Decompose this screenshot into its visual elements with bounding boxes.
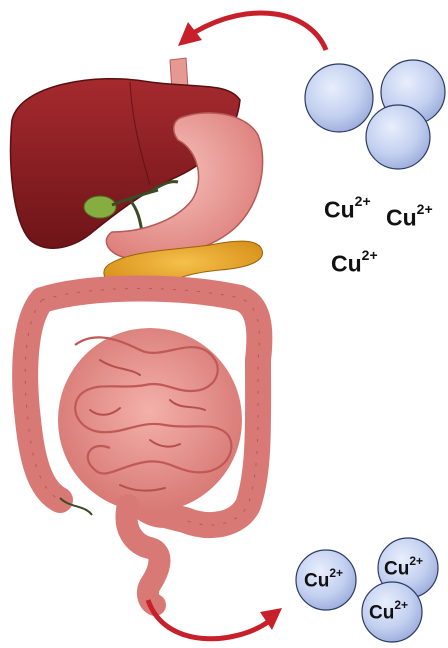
copper-ion-label: Cu2+ [331, 250, 378, 278]
bound-copper-label: Cu2+ [304, 568, 343, 592]
copper-ion-label: Cu2+ [386, 204, 433, 232]
excretion-arrow [148, 600, 282, 639]
small-intestine [58, 328, 242, 512]
adsorbent-bead [366, 105, 430, 169]
ingestion-arrow [178, 13, 326, 50]
copper-ion-label: Cu2+ [324, 196, 371, 224]
adsorbent-bead [305, 64, 373, 132]
bound-copper-label: Cu2+ [384, 556, 423, 580]
bound-copper-label: Cu2+ [369, 600, 408, 624]
